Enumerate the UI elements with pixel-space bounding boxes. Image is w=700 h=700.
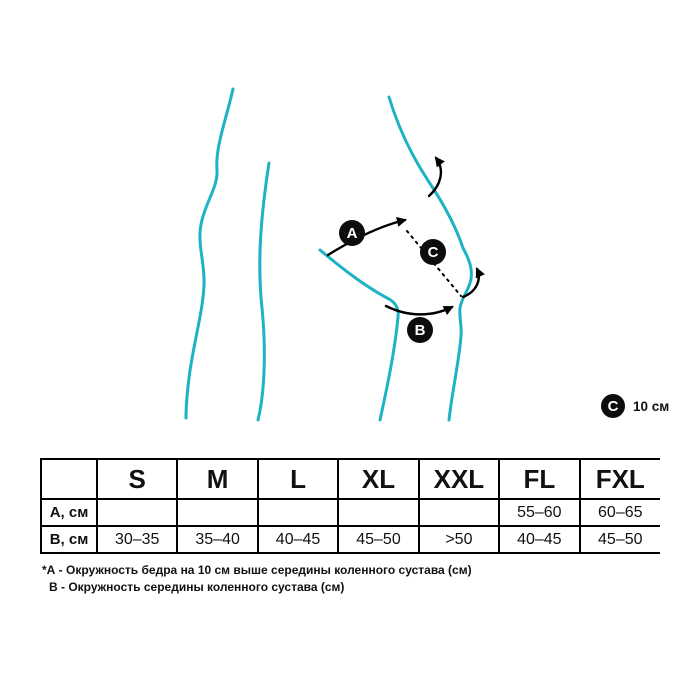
footnote-a: *А - Окружность бедра на 10 см выше сере… xyxy=(42,563,472,577)
legend-c-badge xyxy=(601,394,625,418)
size-header-xxl: XXL xyxy=(417,458,501,500)
footnotes: *А - Окружность бедра на 10 см выше сере… xyxy=(42,562,642,597)
row-b-value-xxl: >50 xyxy=(417,525,501,554)
size-header-l: L xyxy=(256,458,340,500)
badge-c-letter: C xyxy=(428,244,439,261)
row-b-value-fl: 40–45 xyxy=(498,525,581,554)
row-b-value-l: 40–45 xyxy=(256,525,340,554)
badge-c: C xyxy=(420,239,446,265)
measurement-diagram: A C B C 10 см xyxy=(184,87,669,422)
badge-a-letter: A xyxy=(347,225,358,242)
row-a-value-xl xyxy=(337,498,420,527)
arrow-b-back xyxy=(461,267,485,299)
size-header-xl: XL xyxy=(337,458,420,500)
leg-outline-right-front xyxy=(387,95,473,422)
badge-b-letter: B xyxy=(415,322,426,339)
table-row-b: В, см 30–35 35–40 40–45 45–50 >50 40–45 … xyxy=(40,525,660,554)
arrow-a-front xyxy=(326,217,407,257)
row-b-value-m: 35–40 xyxy=(176,525,259,554)
row-a-value-xxl xyxy=(417,498,501,527)
row-a-value-fl: 55–60 xyxy=(498,498,581,527)
arrow-b-front xyxy=(384,304,454,316)
legend-c-letter: C xyxy=(608,398,619,415)
row-a-value-l xyxy=(256,498,340,527)
size-header-row: S M L XL XXL FL FXL xyxy=(40,458,660,500)
arrow-a-back xyxy=(427,156,445,198)
size-table: S M L XL XXL FL FXL А, см 55–60 xyxy=(40,458,660,554)
badge-a: A xyxy=(339,220,365,246)
row-b-value-fxl: 45–50 xyxy=(578,525,660,554)
row-b-value-s: 30–35 xyxy=(95,525,179,554)
badge-b: B xyxy=(407,317,433,343)
row-a-label: А, см xyxy=(40,498,98,527)
badge-b-circle xyxy=(407,317,433,343)
corner-cell xyxy=(40,458,98,500)
leg-outline-left-front xyxy=(256,161,271,422)
size-header-fxl: FXL xyxy=(578,458,660,500)
legend-c-label: 10 см xyxy=(633,399,669,414)
row-a-value-s xyxy=(95,498,179,527)
badge-a-circle xyxy=(339,220,365,246)
row-a-value-m xyxy=(176,498,259,527)
size-header-m: M xyxy=(176,458,259,500)
legend-c: C 10 см xyxy=(601,394,669,418)
size-header-s: S xyxy=(95,458,179,500)
row-b-value-xl: 45–50 xyxy=(337,525,420,554)
leg-outline-back xyxy=(184,87,235,420)
size-table-section: S M L XL XXL FL FXL А, см 55–60 xyxy=(40,458,660,554)
size-header-fl: FL xyxy=(498,458,581,500)
badge-c-circle xyxy=(420,239,446,265)
table-row-a: А, см 55–60 60–65 xyxy=(40,498,660,527)
leg-outline-inner xyxy=(318,248,400,422)
row-a-value-fxl: 60–65 xyxy=(578,498,660,527)
footnote-b: В - Окружность середины коленного сустав… xyxy=(49,580,345,595)
row-b-label: В, см xyxy=(40,525,98,554)
